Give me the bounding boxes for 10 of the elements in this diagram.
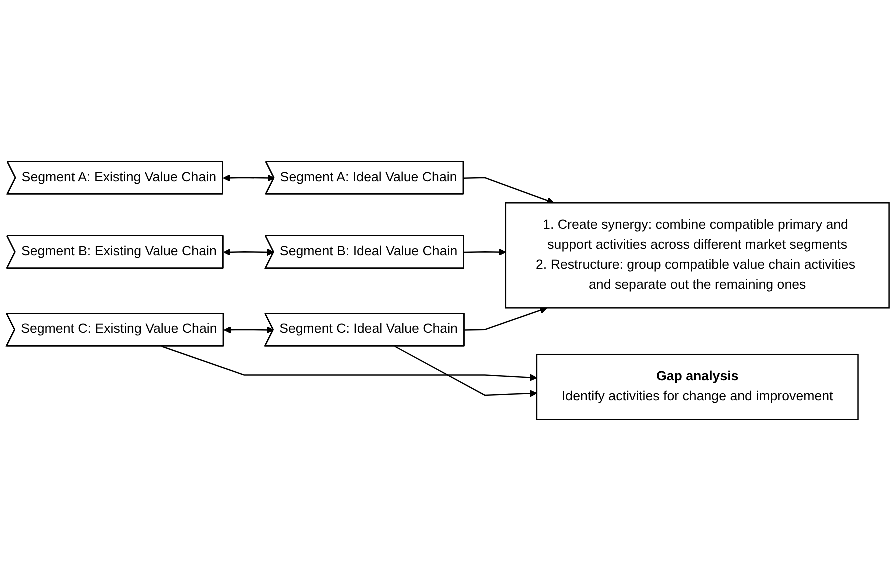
- node-box: 1. Create synergy: combine compatible primary and support activities across different market segments 2. Restructure: group compatible value chain activities and separate out the remaining ones: [505, 202, 890, 310]
- node-box: Gap analysis Identify activities for change and improvement: [536, 354, 859, 421]
- arrow: [224, 249, 274, 256]
- arrow: [162, 346, 538, 382]
- arrow: [223, 174, 275, 182]
- arrow: [224, 326, 274, 334]
- arrow: [464, 307, 548, 332]
- arrow: [394, 346, 538, 398]
- arrow: [464, 178, 554, 205]
- arrow: [464, 249, 506, 256]
